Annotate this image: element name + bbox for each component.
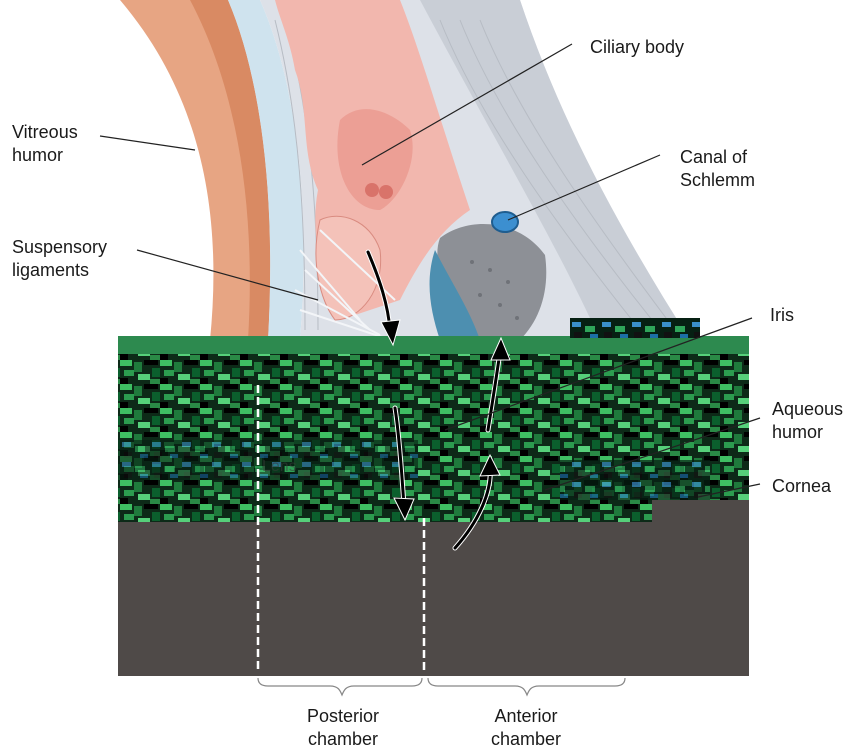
iris-label: Iris	[770, 304, 794, 327]
anterior-chamber-label: Anterior chamber	[466, 705, 586, 751]
cornea-label: Cornea	[772, 475, 831, 498]
ciliary-body-label: Ciliary body	[590, 36, 684, 59]
canal-of-schlemm-label: Canal of Schlemm	[680, 146, 755, 192]
lens-label: Lens	[262, 455, 297, 478]
suspensory-ligaments-label: Suspensory ligaments	[12, 236, 107, 282]
aqueous-humor-label: Aqueous humor	[772, 398, 843, 444]
canal-of-schlemm-region	[492, 212, 518, 232]
vitreous-humor-label: Vitreous humor	[12, 121, 78, 167]
dark-lower-block	[118, 522, 749, 676]
posterior-chamber-label: Posterior chamber	[283, 705, 403, 751]
